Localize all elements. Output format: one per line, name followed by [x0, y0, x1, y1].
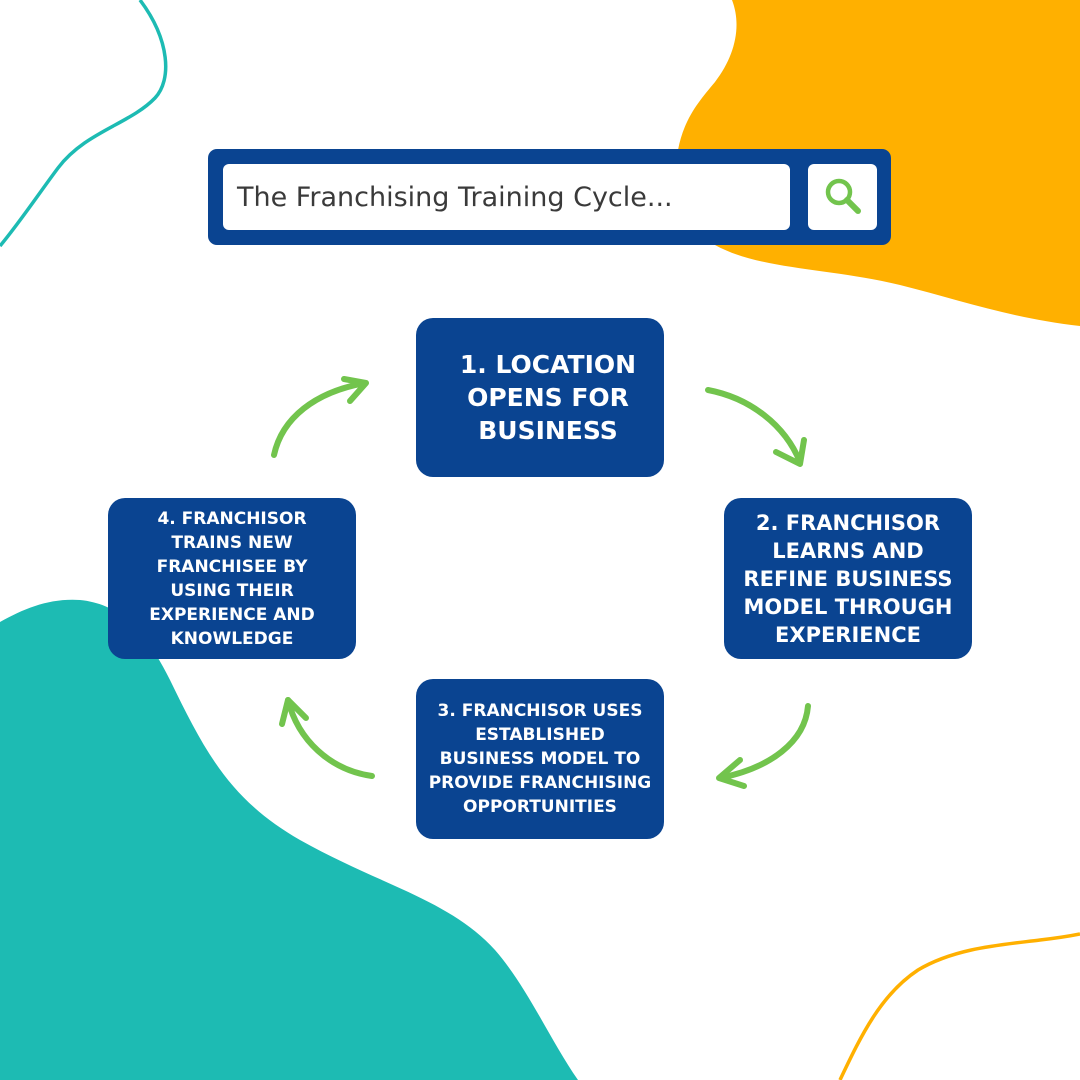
teal-curve-line	[0, 0, 168, 248]
search-input-text: The Franchising Training Cycle...	[237, 181, 673, 213]
step-2-label: 2. FRANCHISOR LEARNS AND REFINE BUSINESS…	[743, 510, 953, 647]
teal-blob	[0, 599, 578, 1080]
step-1-box: 1. LOCATION OPENS FOR BUSINESS	[416, 318, 664, 477]
search-button[interactable]	[808, 164, 877, 230]
search-icon	[825, 178, 861, 214]
step-3-label: 3. FRANCHISOR USES ESTABLISHED BUSINESS …	[428, 701, 652, 817]
step-3-box: 3. FRANCHISOR USES ESTABLISHED BUSINESS …	[416, 679, 664, 839]
step-1-label: 1. LOCATION OPENS FOR BUSINESS	[459, 350, 637, 445]
step-2-box: 2. FRANCHISOR LEARNS AND REFINE BUSINESS…	[724, 498, 972, 659]
step-4-label: 4. FRANCHISOR TRAINS NEW FRANCHISEE BY U…	[149, 508, 315, 649]
orange-curve-line	[838, 932, 1080, 1080]
search-bar: The Franchising Training Cycle...	[208, 149, 891, 245]
search-input[interactable]: The Franchising Training Cycle...	[223, 164, 790, 230]
step-4-box: 4. FRANCHISOR TRAINS NEW FRANCHISEE BY U…	[108, 498, 356, 659]
